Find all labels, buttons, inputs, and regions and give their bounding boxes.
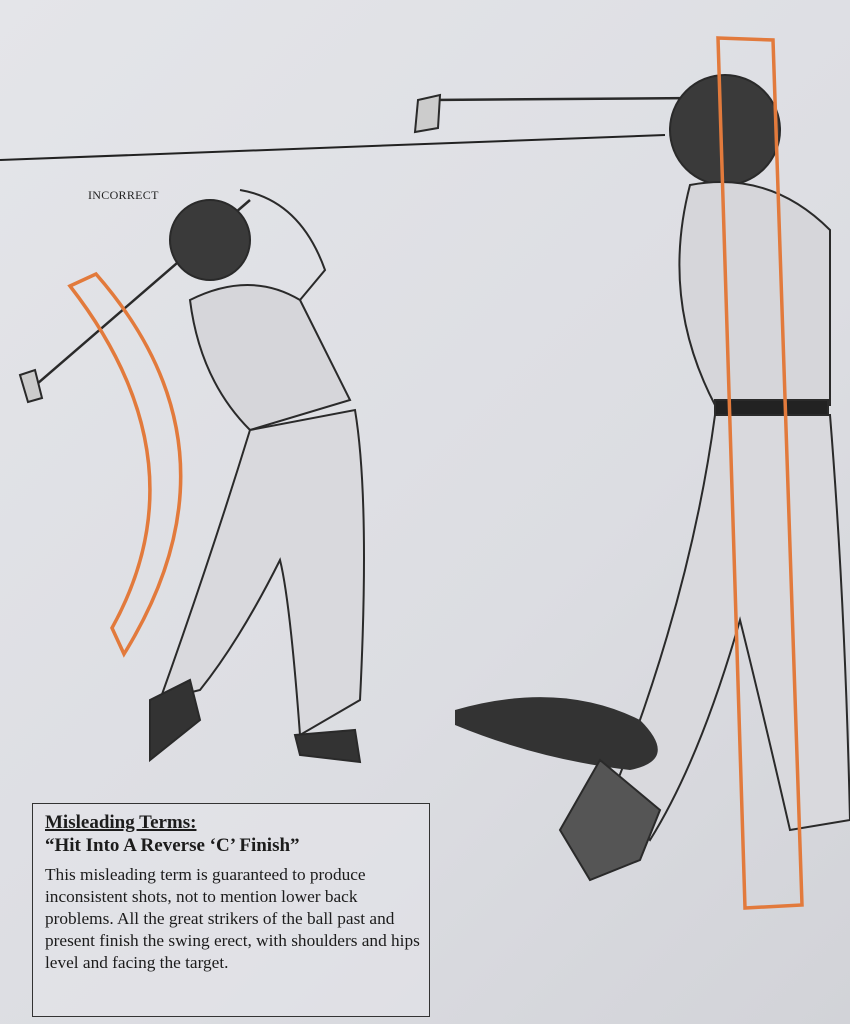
shadow [455,697,658,770]
golf-club [429,96,701,102]
misleading-terms-box: Misleading Terms: “Hit Into A Reverse ‘C… [32,803,430,1017]
box-heading-text: Misleading Terms: [45,812,197,833]
reverse-c-highlight [67,271,183,658]
divider-line [0,134,666,161]
incorrect-label: INCORRECT [88,188,159,202]
golfer-correct-illustration [413,74,850,882]
golfer-head [169,199,251,281]
box-subheading: “Hit Into A Reverse ‘C’ Finish” [45,835,300,856]
golfer-head [669,74,781,186]
box-heading: Misleading Terms: [45,812,421,834]
golfer-incorrect-illustration [18,189,365,764]
box-body: This misleading term is guaranteed to pr… [45,865,420,972]
erect-posture-highlight [716,36,804,910]
